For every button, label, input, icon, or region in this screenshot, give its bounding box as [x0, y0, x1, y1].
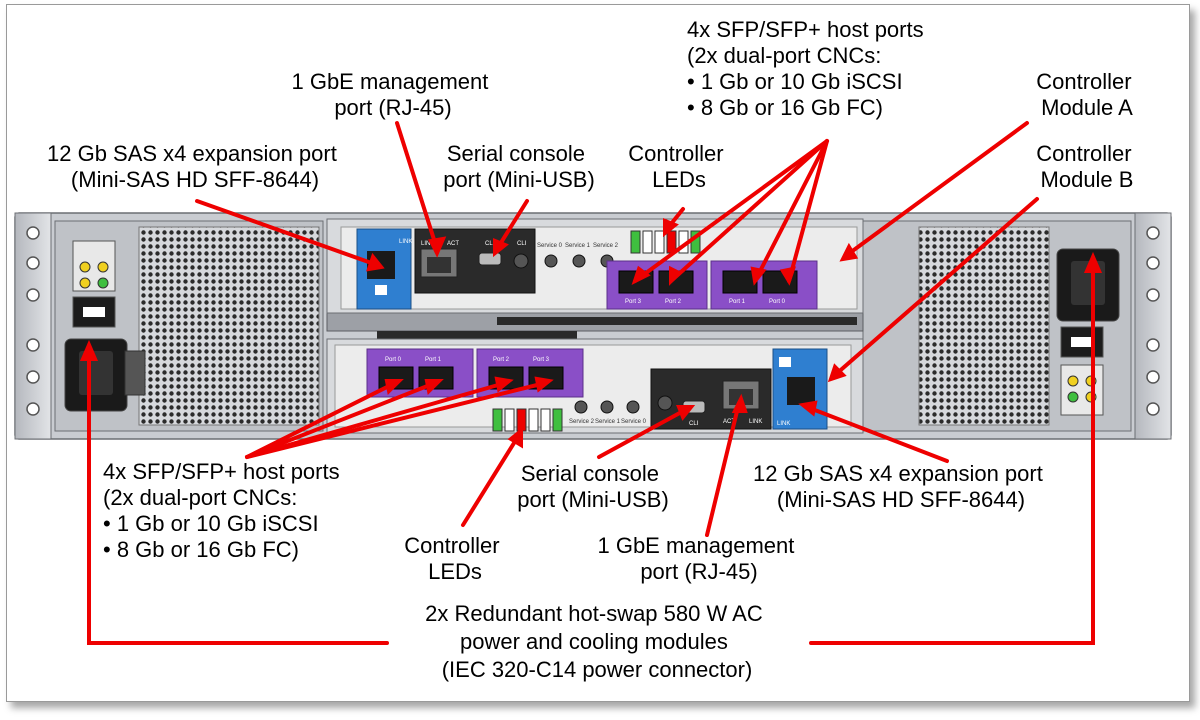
psu-led [79, 277, 91, 289]
sas-link-label: LINK [399, 239, 412, 245]
callout-top-mgmt-port: 1 GbE management port (RJ-45) [291, 69, 494, 120]
controller-module-b: Port 0 Port 1 Port 2 Port 3 Service 2 Se… [326, 338, 864, 434]
callout-bottom-serial: Serial console port (Mini-USB) [517, 461, 669, 512]
rack-ear-left [14, 212, 52, 440]
service-label: Service 0 [621, 419, 647, 425]
callout-arrow [669, 139, 829, 283]
cli-port-b[interactable] [657, 395, 673, 411]
psu-led [97, 261, 109, 273]
callout-psu: 2x Redundant hot-swap 580 W AC power and… [425, 601, 769, 682]
mgmt-act-label: ACT [723, 419, 735, 425]
callout-controller-b: Controller Module B [1036, 141, 1138, 192]
mgmt-link-label: LINK [421, 241, 434, 247]
psu-led [1067, 391, 1079, 403]
cli-label: CLI [517, 241, 527, 247]
callout-bottom-mgmt-port: 1 GbE management port (RJ-45) [597, 533, 800, 584]
psu-status-panel [1060, 364, 1104, 416]
callout-arrow [833, 197, 1039, 377]
mgmt-link-label: LINK [749, 419, 762, 425]
psu-status-panel [72, 240, 116, 292]
callout-arrow [195, 199, 379, 267]
callout-labels: 4x SFP/SFP+ host ports (2x dual-port CNC… [47, 17, 1138, 682]
callout-arrow [633, 139, 829, 283]
callout-bottom-host-ports: 4x SFP/SFP+ host ports (2x dual-port CNC… [103, 459, 346, 562]
port-label: Port 0 [385, 357, 402, 363]
service-port[interactable] [544, 254, 558, 268]
service-port[interactable] [626, 400, 640, 414]
serial-port-a[interactable] [478, 252, 502, 266]
rack-ear-right [1134, 212, 1172, 440]
service-port[interactable] [574, 400, 588, 414]
psu-led [1067, 375, 1079, 387]
service-port[interactable] [572, 254, 586, 268]
service-label: Service 2 [593, 243, 619, 249]
port-label: Port 2 [665, 299, 682, 305]
psu-right [862, 220, 1132, 432]
port-label: Port 2 [493, 357, 510, 363]
callout-bottom-sas-port: 12 Gb SAS x4 expansion port (Mini-SAS HD… [753, 461, 1049, 512]
cli-label: CLI [689, 421, 699, 427]
callout-top-serial: Serial console port (Mini-USB) [443, 141, 595, 192]
service-label: Service 1 [565, 243, 591, 249]
callout-arrow [395, 121, 439, 251]
storage-enclosure-diagram: LINK LINK ACT CLI CLI Service 0 Service … [14, 17, 1172, 682]
fan-grille-left [138, 226, 320, 426]
psu-left [54, 220, 324, 432]
mgmt-act-label: ACT [447, 241, 459, 247]
port-label: Port 3 [625, 299, 642, 305]
psu-callout-bracket [87, 351, 389, 645]
port-label: Port 0 [769, 299, 786, 305]
service-label: Service 0 [537, 243, 563, 249]
psu-callout-bracket [809, 263, 1095, 645]
controller-module-a: LINK LINK ACT CLI CLI Service 0 Service … [326, 218, 864, 314]
service-label: Service 2 [569, 419, 595, 425]
callout-arrow [753, 139, 829, 283]
callout-arrow [597, 407, 689, 459]
callout-arrow [805, 405, 949, 463]
callout-arrow [495, 199, 529, 251]
fan-grille-right [918, 226, 1050, 426]
port-label: Port 3 [533, 357, 550, 363]
port-label: Port 1 [729, 299, 746, 305]
cli-port-a[interactable] [513, 253, 529, 269]
sas-link-label: LINK [777, 421, 790, 427]
callout-top-leds: Controller LEDs [628, 141, 730, 192]
callout-arrow [461, 433, 521, 527]
callout-top-sas-port: 12 Gb SAS x4 expansion port (Mini-SAS HD… [47, 141, 343, 192]
callout-lines [79, 121, 1103, 645]
callout-bottom-leds: Controller LEDs [404, 533, 506, 584]
sfp-port[interactable] [722, 270, 758, 294]
callout-arrow [245, 381, 397, 459]
service-port[interactable] [600, 400, 614, 414]
callout-arrow [705, 401, 741, 537]
port-label: Port 1 [425, 357, 442, 363]
callout-controller-a: Controller Module A [1036, 69, 1138, 120]
callout-arrow [787, 139, 829, 283]
psu-led [97, 277, 109, 289]
psu-led [79, 261, 91, 273]
callout-arrow [845, 121, 1029, 257]
callout-arrow [245, 381, 547, 459]
rack-screw-holes [26, 226, 1160, 416]
callout-arrow [245, 381, 437, 459]
diagram-frame: LINK LINK ACT CLI CLI Service 0 Service … [6, 4, 1190, 702]
cli-label: CLI [485, 241, 495, 247]
callout-top-host-ports: 4x SFP/SFP+ host ports (2x dual-port CNC… [687, 17, 930, 120]
service-label: Service 1 [595, 419, 621, 425]
